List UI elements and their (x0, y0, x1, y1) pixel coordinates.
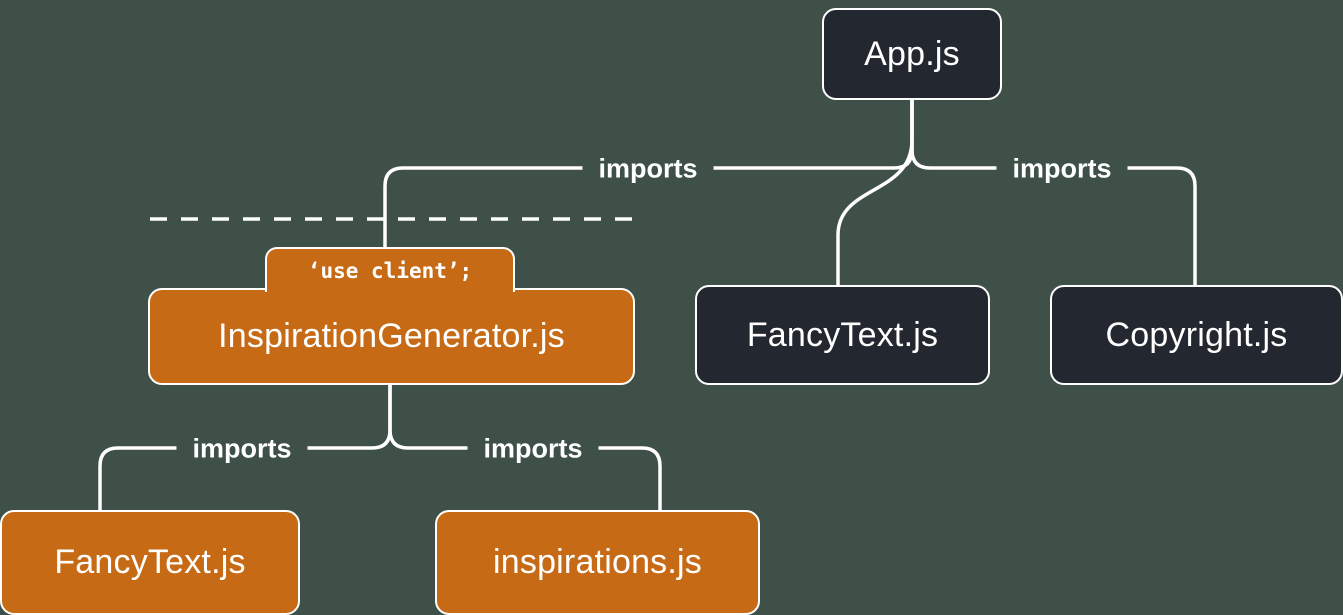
node-fancy-text-js-server-label: FancyText.js (746, 315, 939, 354)
edge-app-to-copyright (910, 100, 1197, 285)
imports-label-inspiration-to-inspirations: imports (467, 431, 599, 467)
node-app-js: App.js (822, 8, 1002, 100)
node-fancy-text-js-client: FancyText.js (0, 510, 300, 615)
node-copyright-js: Copyright.js (1050, 285, 1343, 385)
imports-label-inspiration-to-fancy-text: imports (176, 431, 308, 467)
use-client-directive-text: ‘use client’; (307, 258, 473, 283)
node-fancy-text-js-server: FancyText.js (695, 285, 990, 385)
edge-app-to-fancy-text (836, 100, 914, 285)
node-app-js-label: App.js (864, 34, 960, 73)
imports-label-app-to-copyright: imports (996, 151, 1128, 187)
node-inspiration-generator-js: InspirationGenerator.js (148, 288, 635, 385)
node-inspiration-generator-js-label: InspirationGenerator.js (218, 317, 565, 355)
node-copyright-js-label: Copyright.js (1105, 315, 1288, 354)
node-inspirations-js: inspirations.js (435, 510, 760, 615)
use-client-directive-tag: ‘use client’; (265, 247, 515, 292)
node-inspirations-js-label: inspirations.js (493, 543, 702, 581)
node-fancy-text-js-client-label: FancyText.js (54, 543, 246, 581)
imports-label-app-to-inspiration: imports (582, 151, 714, 187)
